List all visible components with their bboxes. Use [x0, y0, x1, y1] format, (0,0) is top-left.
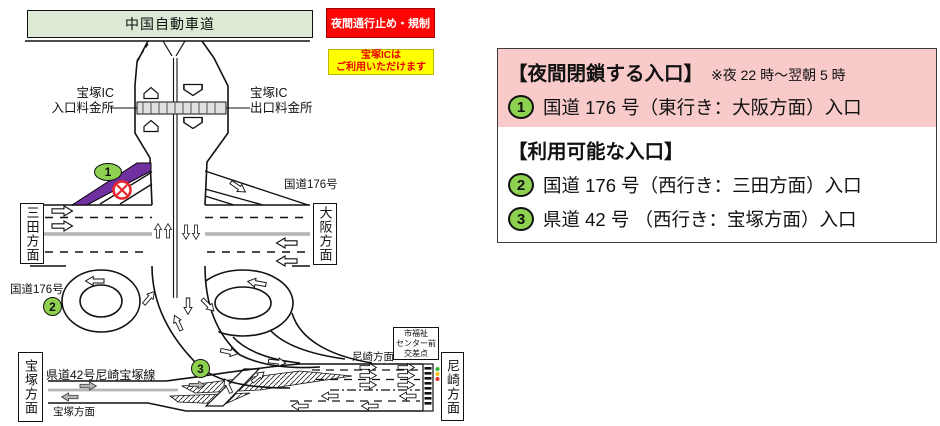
ic-available-badge: 宝塚ICは ご利用いただけます	[328, 49, 434, 75]
legend-panel: 【夜間閉鎖する入口】 ※夜 22 時～翌朝 5 時 1 国道 176 号（東行き…	[497, 48, 937, 243]
legend-item-1-badge: 1	[508, 95, 534, 119]
ic-available-line1: 宝塚ICは	[361, 50, 401, 61]
intersection-line3: 交差点	[404, 348, 428, 358]
legend-item-2: 2 国道 176 号（西行き：三田方面）入口	[508, 172, 926, 198]
entrance-tollgate-line1: 宝塚IC	[76, 86, 114, 100]
takarazuka-small-label: 宝塚方面	[53, 406, 95, 418]
entrance-tollgate-label: 宝塚IC 入口料金所	[34, 86, 114, 116]
direction-box-osaka: 大阪方面	[313, 203, 337, 265]
available-entrance-section: 【利用可能な入口】 2 国道 176 号（西行き：三田方面）入口 3 県道 42…	[498, 127, 936, 232]
traffic-light-icon	[435, 367, 440, 381]
direction-box-amagasaki: 尼崎方面	[441, 352, 464, 421]
interchange-diagram	[25, 40, 440, 412]
prefectural-route-label: 県道42号尼崎宝塚線	[46, 368, 156, 382]
legend-item-1-text: 国道 176 号（東行き：大阪方面）入口	[543, 97, 862, 118]
map-marker-2: 2	[43, 297, 62, 316]
legend-item-2-badge: 2	[508, 173, 534, 197]
exit-tollgate-label: 宝塚IC 出口料金所	[250, 86, 340, 116]
direction-box-sanda: 三田方面	[20, 203, 44, 264]
route176-label-east: 国道176号	[284, 179, 338, 191]
closed-entrance-hours-note: ※夜 22 時～翌朝 5 時	[711, 67, 846, 83]
amagasaki-small-label: 尼崎方面	[352, 351, 394, 363]
exit-tollgate-line1: 宝塚IC	[250, 86, 288, 100]
closed-entrance-header: 【夜間閉鎖する入口】	[508, 63, 704, 85]
closed-entrance-section: 【夜間閉鎖する入口】 ※夜 22 時～翌朝 5 時 1 国道 176 号（東行き…	[498, 49, 936, 127]
legend-item-3-text: 県道 42 号 （西行き：宝塚方面）入口	[543, 209, 857, 230]
toll-gate-bar	[110, 101, 250, 115]
closed-ramp-purple	[70, 162, 152, 206]
night-closure-alert-badge: 夜間通行止め・規制	[326, 8, 435, 38]
crosswalk	[422, 363, 434, 412]
available-entrance-header: 【利用可能な入口】	[508, 141, 684, 163]
expressway-banner: 中国自動車道	[27, 10, 313, 38]
no-entry-icon	[112, 180, 132, 200]
legend-item-1: 1 国道 176 号（東行き：大阪方面）入口	[508, 94, 926, 120]
legend-item-2-text: 国道 176 号（西行き：三田方面）入口	[543, 175, 862, 196]
entrance-tollgate-line2: 入口料金所	[51, 100, 114, 115]
legend-item-3: 3 県道 42 号 （西行き：宝塚方面）入口	[508, 206, 926, 232]
intersection-line1: 市福祉	[404, 328, 428, 338]
map-marker-1: 1	[94, 163, 122, 181]
legend-item-3-badge: 3	[508, 207, 534, 231]
route176-label-west: 国道176号	[10, 284, 64, 296]
direction-box-takarazuka: 宝塚方面	[18, 352, 43, 422]
map-marker-3: 3	[191, 359, 210, 378]
intersection-box: 市福祉 センター前 交差点	[393, 327, 439, 360]
loop-ramps	[61, 269, 373, 364]
ic-available-line2: ご利用いただけます	[336, 62, 426, 73]
intersection-line2: センター前	[396, 338, 436, 348]
exit-tollgate-line2: 出口料金所	[250, 100, 313, 115]
